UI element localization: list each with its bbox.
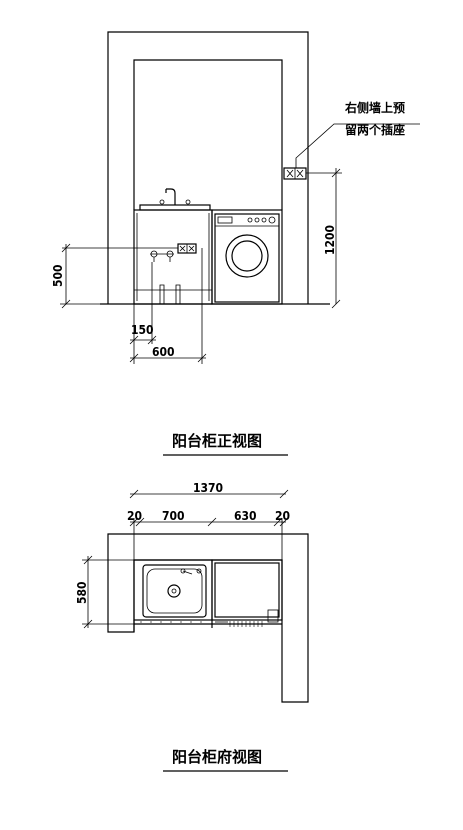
faucet-icon [155, 188, 195, 206]
note-leader [295, 123, 420, 168]
dimension-row: 20 700 630 20 [127, 509, 290, 560]
note-line-1: 右侧墙上预 [344, 100, 405, 115]
dim-600-label: 600 [152, 345, 175, 359]
wall-outer-outline [107, 31, 309, 304]
dim-700-label: 700 [162, 509, 185, 523]
drain-icon [167, 584, 181, 598]
top-view-title: 阳台柜府视图 [172, 748, 262, 766]
washer-cabinet-top [211, 559, 283, 621]
dim-20-left-label: 20 [127, 509, 142, 523]
socket-icon-wall [283, 167, 307, 180]
front-view-title: 阳台柜正视图 [172, 432, 262, 450]
wall-inner-outline [133, 59, 283, 210]
drain-pipes-icon [159, 284, 181, 304]
dimension-580: 580 [75, 555, 134, 629]
sink-basin [142, 564, 207, 618]
dim-20-right-label: 20 [275, 509, 290, 523]
washing-machine-cabinet [211, 209, 283, 305]
washer-top [214, 562, 280, 618]
dim-1370-label: 1370 [193, 481, 223, 495]
faucet-hole-icon [180, 568, 186, 574]
dim-150-label: 150 [131, 323, 154, 337]
water-valves-icon [150, 250, 174, 262]
dim-580-label: 580 [75, 581, 89, 604]
top-view: 1370 20 700 630 20 [75, 481, 309, 772]
dim-630-label: 630 [234, 509, 257, 523]
dimension-1200: 1200 [306, 168, 342, 309]
note-line-2: 留两个插座 [345, 122, 405, 137]
washer-display [217, 216, 233, 224]
dimension-1370: 1370 [129, 481, 289, 499]
front-view: 右侧墙上预 留两个插座 1200 500 [51, 31, 420, 456]
washer-door-glass [231, 240, 263, 272]
washer-panel-hatch [215, 609, 279, 627]
dimension-150-600: 150 600 [129, 248, 207, 364]
countertop [139, 204, 211, 211]
dimension-500: 500 [51, 243, 178, 309]
sink-bowl [146, 568, 203, 614]
socket-icon-sink [177, 243, 197, 254]
washer-door [225, 234, 269, 278]
washing-machine [214, 213, 280, 303]
dim-500-label: 500 [51, 264, 65, 287]
dim-1200-label: 1200 [323, 225, 337, 255]
